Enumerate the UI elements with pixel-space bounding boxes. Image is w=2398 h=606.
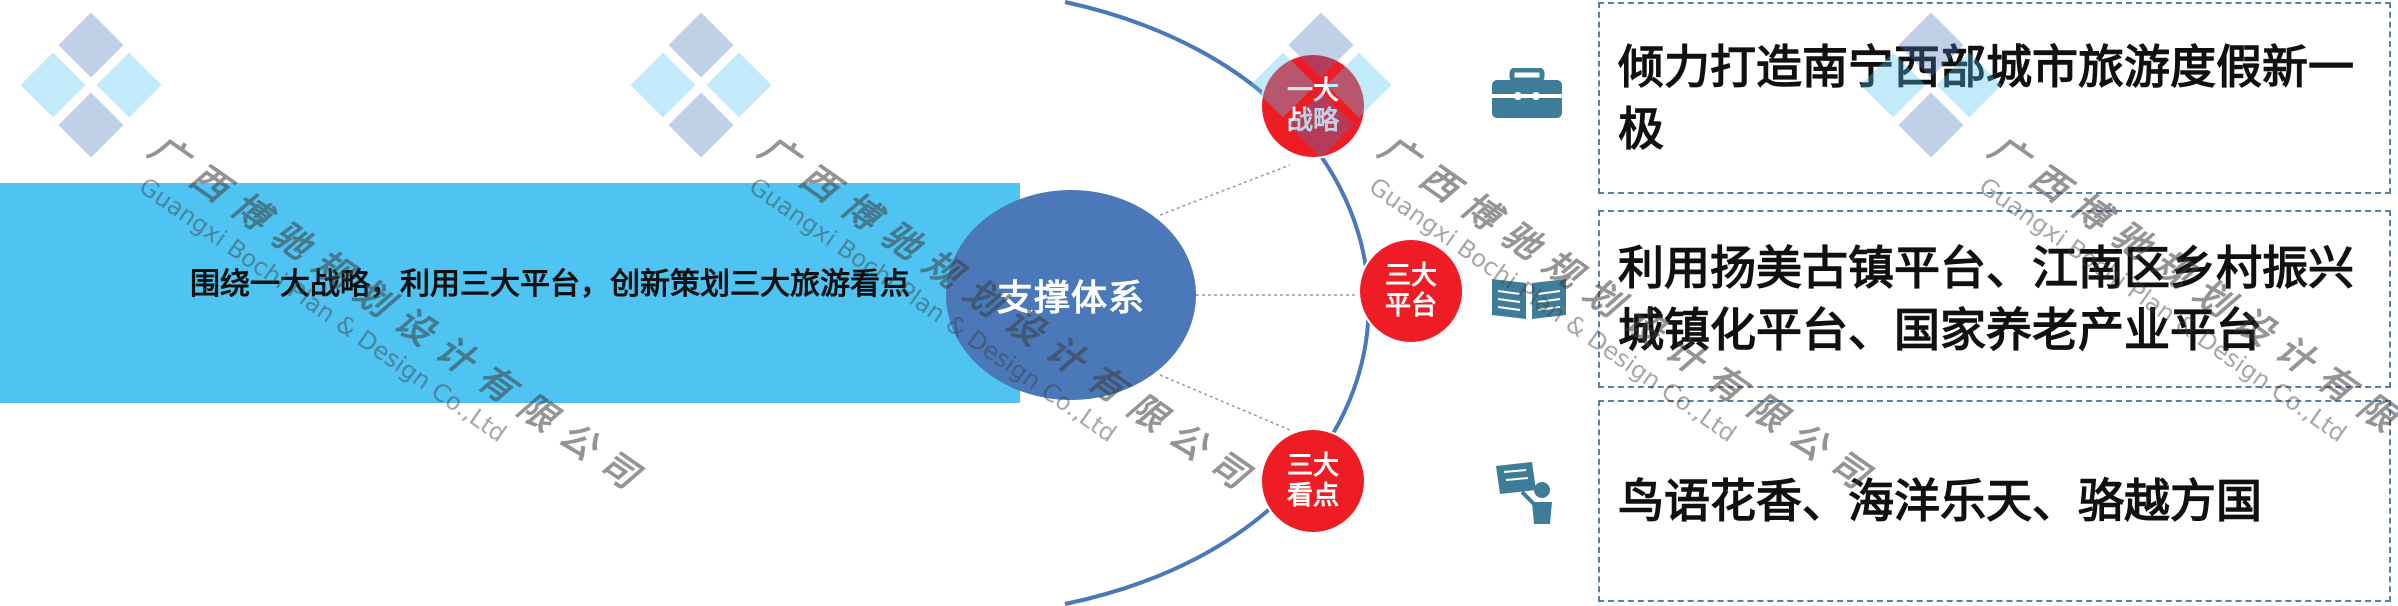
node-strategy-label: 一大战略: [1286, 76, 1339, 136]
open-book-icon: [1492, 279, 1566, 319]
strategy-text-box: 倾力打造南宁西部城市旅游度假新一极: [1598, 2, 2391, 194]
node-platform-label: 三大平台: [1384, 261, 1437, 321]
highlight-text: 鸟语花香、海洋乐天、骆越方国: [1618, 474, 2262, 528]
platform-text-box: 利用扬美古镇平台、江南区乡村振兴城镇化平台、国家养老产业平台: [1598, 210, 2391, 388]
strategy-text: 倾力打造南宁西部城市旅游度假新一极: [1618, 40, 2354, 156]
connector-line-1: [1159, 164, 1291, 216]
presenter-icon: [1496, 462, 1552, 524]
highlight-text-box: 鸟语花香、海洋乐天、骆越方国: [1598, 400, 2391, 602]
node-highlight-label: 三大看点: [1286, 451, 1339, 511]
summary-band: [0, 183, 1020, 403]
toolbox-icon: [1492, 68, 1562, 118]
band-text: 围绕一大战略，利用三大平台，创新策划三大旅游看点: [190, 267, 910, 302]
hub-label: 支撑体系: [996, 278, 1145, 319]
node-strategy: 一大战略: [1262, 55, 1364, 157]
connector-line-3: [1159, 374, 1291, 431]
node-highlight: 三大看点: [1262, 430, 1364, 532]
node-platform: 三大平台: [1360, 240, 1462, 342]
hub-circle: 支撑体系: [946, 190, 1196, 400]
platform-text: 利用扬美古镇平台、江南区乡村振兴城镇化平台、国家养老产业平台: [1618, 241, 2354, 357]
